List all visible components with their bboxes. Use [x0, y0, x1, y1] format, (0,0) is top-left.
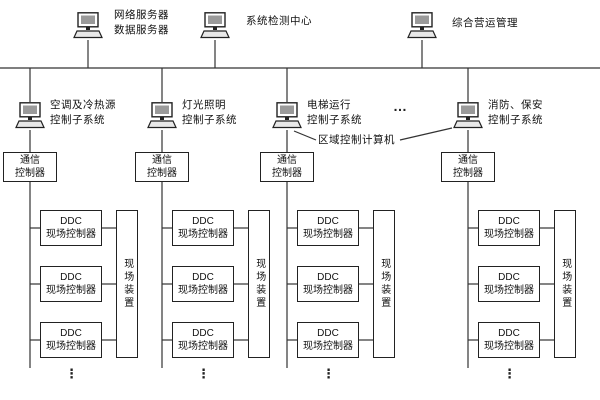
ddc-controller-box: DDC 现场控制器: [172, 210, 234, 246]
computer-icon: [73, 12, 103, 39]
computer-icon: [147, 102, 177, 129]
ddc-controller-box: DDC 现场控制器: [40, 266, 102, 302]
ddc-controller-box: DDC 现场控制器: [297, 266, 359, 302]
continuation-dots: ⋮: [65, 366, 78, 381]
field-device-box: 现场装置: [248, 210, 270, 358]
ellipsis: …: [393, 98, 407, 114]
comm-controller-box: 通信 控制器: [441, 152, 495, 182]
ddc-controller-box: DDC 现场控制器: [172, 322, 234, 358]
computer-icon: [453, 102, 483, 129]
comm-controller-box: 通信 控制器: [3, 152, 57, 182]
continuation-dots: ⋮: [322, 366, 335, 381]
ddc-controller-box: DDC 现场控制器: [478, 210, 540, 246]
ddc-controller-box: DDC 现场控制器: [172, 266, 234, 302]
field-device-box: 现场装置: [554, 210, 576, 358]
top-node-label-monitoring: 系统检测中心: [246, 15, 312, 27]
ddc-controller-box: DDC 现场控制器: [297, 322, 359, 358]
ddc-controller-box: DDC 现场控制器: [40, 322, 102, 358]
ddc-controller-box: DDC 现场控制器: [478, 322, 540, 358]
computer-icon: [200, 12, 230, 39]
field-device-box: 现场装置: [116, 210, 138, 358]
ddc-controller-box: DDC 现场控制器: [478, 266, 540, 302]
area-control-computer-label: 区域控制计算机: [318, 134, 395, 146]
continuation-dots: ⋮: [503, 366, 516, 381]
subsystem-label-elevator: 电梯运行 控制子系统: [307, 99, 362, 126]
continuation-dots: ⋮: [197, 366, 210, 381]
computer-icon: [272, 102, 302, 129]
field-device-box: 现场装置: [373, 210, 395, 358]
subsystem-label-fire-security: 消防、保安 控制子系统: [488, 99, 543, 126]
comm-controller-box: 通信 控制器: [260, 152, 314, 182]
ddc-controller-box: DDC 现场控制器: [40, 210, 102, 246]
subsystem-label-hvac: 空调及冷热源 控制子系统: [50, 99, 116, 126]
computer-icon: [15, 102, 45, 129]
computer-icon: [407, 12, 437, 39]
subsystem-label-lighting: 灯光照明 控制子系统: [182, 99, 237, 126]
top-node-label-data-server: 网络服务器 数据服务器: [114, 9, 169, 36]
ddc-controller-box: DDC 现场控制器: [297, 210, 359, 246]
comm-controller-box: 通信 控制器: [135, 152, 189, 182]
top-node-label-operations: 综合营运管理: [452, 17, 518, 29]
